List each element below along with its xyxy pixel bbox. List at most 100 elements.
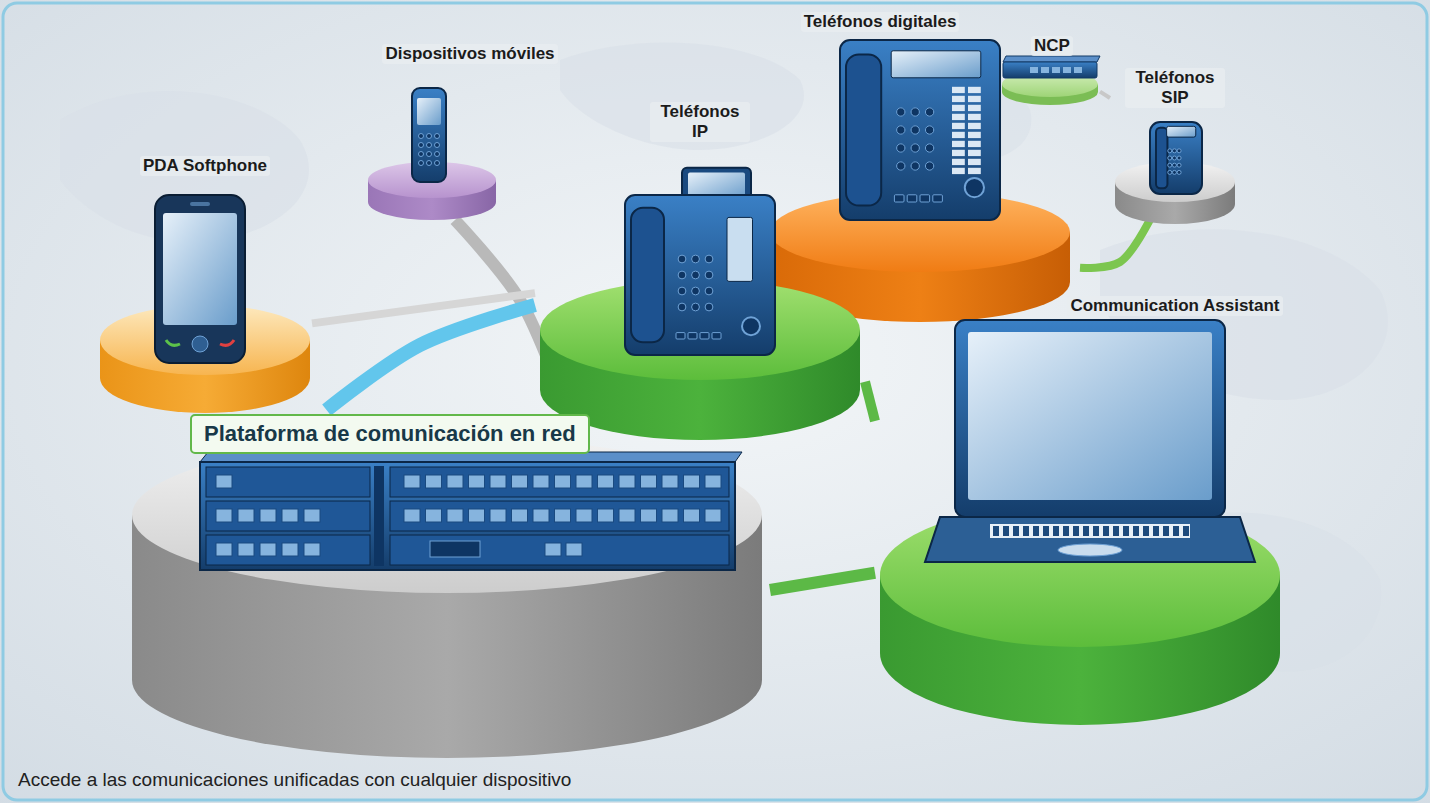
illustration-group (132, 437, 762, 758)
phone-handset (846, 54, 881, 205)
phone-function-key (712, 333, 721, 339)
connector (865, 382, 875, 421)
phone-key (925, 126, 933, 134)
phone-key (678, 303, 686, 311)
phone-button (968, 141, 981, 147)
laptop-key (1053, 526, 1059, 536)
platform-node: Plataforma de comunicación en red (125, 410, 770, 770)
device-label: Teléfonos SIP (1125, 68, 1225, 108)
rack-port (238, 543, 254, 556)
communication-assistant-node: Communication Assistant (875, 290, 1290, 735)
rack-port (282, 543, 298, 556)
ncp-port (1030, 67, 1038, 73)
phone-body (625, 195, 775, 355)
rack-card (390, 501, 729, 531)
phone-function-key (688, 333, 697, 339)
rack-slot (430, 541, 480, 557)
laptop-key (1063, 526, 1069, 536)
sip-phone-node: Teléfonos SIP (1110, 66, 1240, 208)
illustration-group (1002, 56, 1100, 105)
phone-function-key (894, 195, 904, 202)
rack-port (576, 509, 592, 522)
phone-button (952, 159, 965, 165)
mobile-key (427, 152, 432, 157)
rack-port (260, 543, 276, 556)
rack-card (206, 501, 370, 531)
phone-button (952, 96, 965, 102)
pda-screen (163, 213, 237, 325)
rack-port (216, 509, 232, 522)
rack-port (404, 475, 420, 488)
phone-button (952, 141, 965, 147)
rack-port (238, 509, 254, 522)
pda-button (192, 336, 208, 352)
rack-port (555, 475, 571, 488)
mobile-key (419, 152, 424, 157)
disc-side (132, 515, 762, 758)
ncp-port (1063, 67, 1071, 73)
phone-key (897, 144, 905, 152)
device-illustration (125, 410, 770, 770)
rack-port (705, 509, 721, 522)
pda-node: PDA Softphone (98, 150, 312, 418)
phone-key (897, 162, 905, 170)
phone-key (692, 271, 700, 279)
rack-port (512, 509, 528, 522)
rack-port (684, 509, 700, 522)
device-label: Communication Assistant (1067, 296, 1282, 316)
rack-port (260, 509, 276, 522)
rack-card (390, 467, 729, 497)
phone-key (1177, 170, 1181, 174)
rack-port (619, 509, 635, 522)
phone-function-key (920, 195, 930, 202)
laptop-key (1173, 526, 1179, 536)
laptop-key (1013, 526, 1019, 536)
rack-port (641, 475, 657, 488)
rack-port (566, 543, 582, 556)
phone-key (925, 144, 933, 152)
phone-nav-dial (742, 317, 760, 335)
phone-key (1172, 149, 1176, 153)
laptop-key (1073, 526, 1079, 536)
rack-port (447, 475, 463, 488)
rack-divider (374, 466, 384, 566)
phone-handset (1156, 128, 1167, 188)
phone-body (840, 40, 1000, 220)
rack-port (598, 509, 614, 522)
phone-button (968, 96, 981, 102)
phone-nav-dial (965, 178, 984, 197)
map-shape (560, 43, 804, 150)
rack-port (447, 509, 463, 522)
rack-port (533, 475, 549, 488)
illustration-group (1115, 122, 1235, 224)
rack-port (684, 475, 700, 488)
disc-top (880, 503, 1280, 647)
device-label: Dispositivos móviles (382, 44, 557, 64)
laptop-lid (955, 320, 1225, 517)
laptop-key (1143, 526, 1149, 536)
rack-port (705, 475, 721, 488)
rack-port (576, 475, 592, 488)
phone-key (1168, 156, 1172, 160)
phone-key (678, 255, 686, 263)
phone-key (1177, 156, 1181, 160)
rack-port (619, 475, 635, 488)
phone-button (952, 132, 965, 138)
pda-earpiece (190, 202, 210, 206)
disc-top (132, 437, 762, 593)
phone-button (952, 123, 965, 129)
device-label: Teléfonos IP (650, 102, 750, 142)
phone-display (1167, 126, 1196, 137)
phone-button (968, 159, 981, 165)
phone-key (925, 108, 933, 116)
device-label: Teléfonos digitales (801, 12, 960, 32)
phone-key (705, 287, 713, 295)
phone-button (952, 150, 965, 156)
laptop-key (993, 526, 999, 536)
phone-button (952, 168, 965, 174)
rack-port (426, 475, 442, 488)
phone-button (968, 105, 981, 111)
mobile-phone (412, 88, 446, 182)
